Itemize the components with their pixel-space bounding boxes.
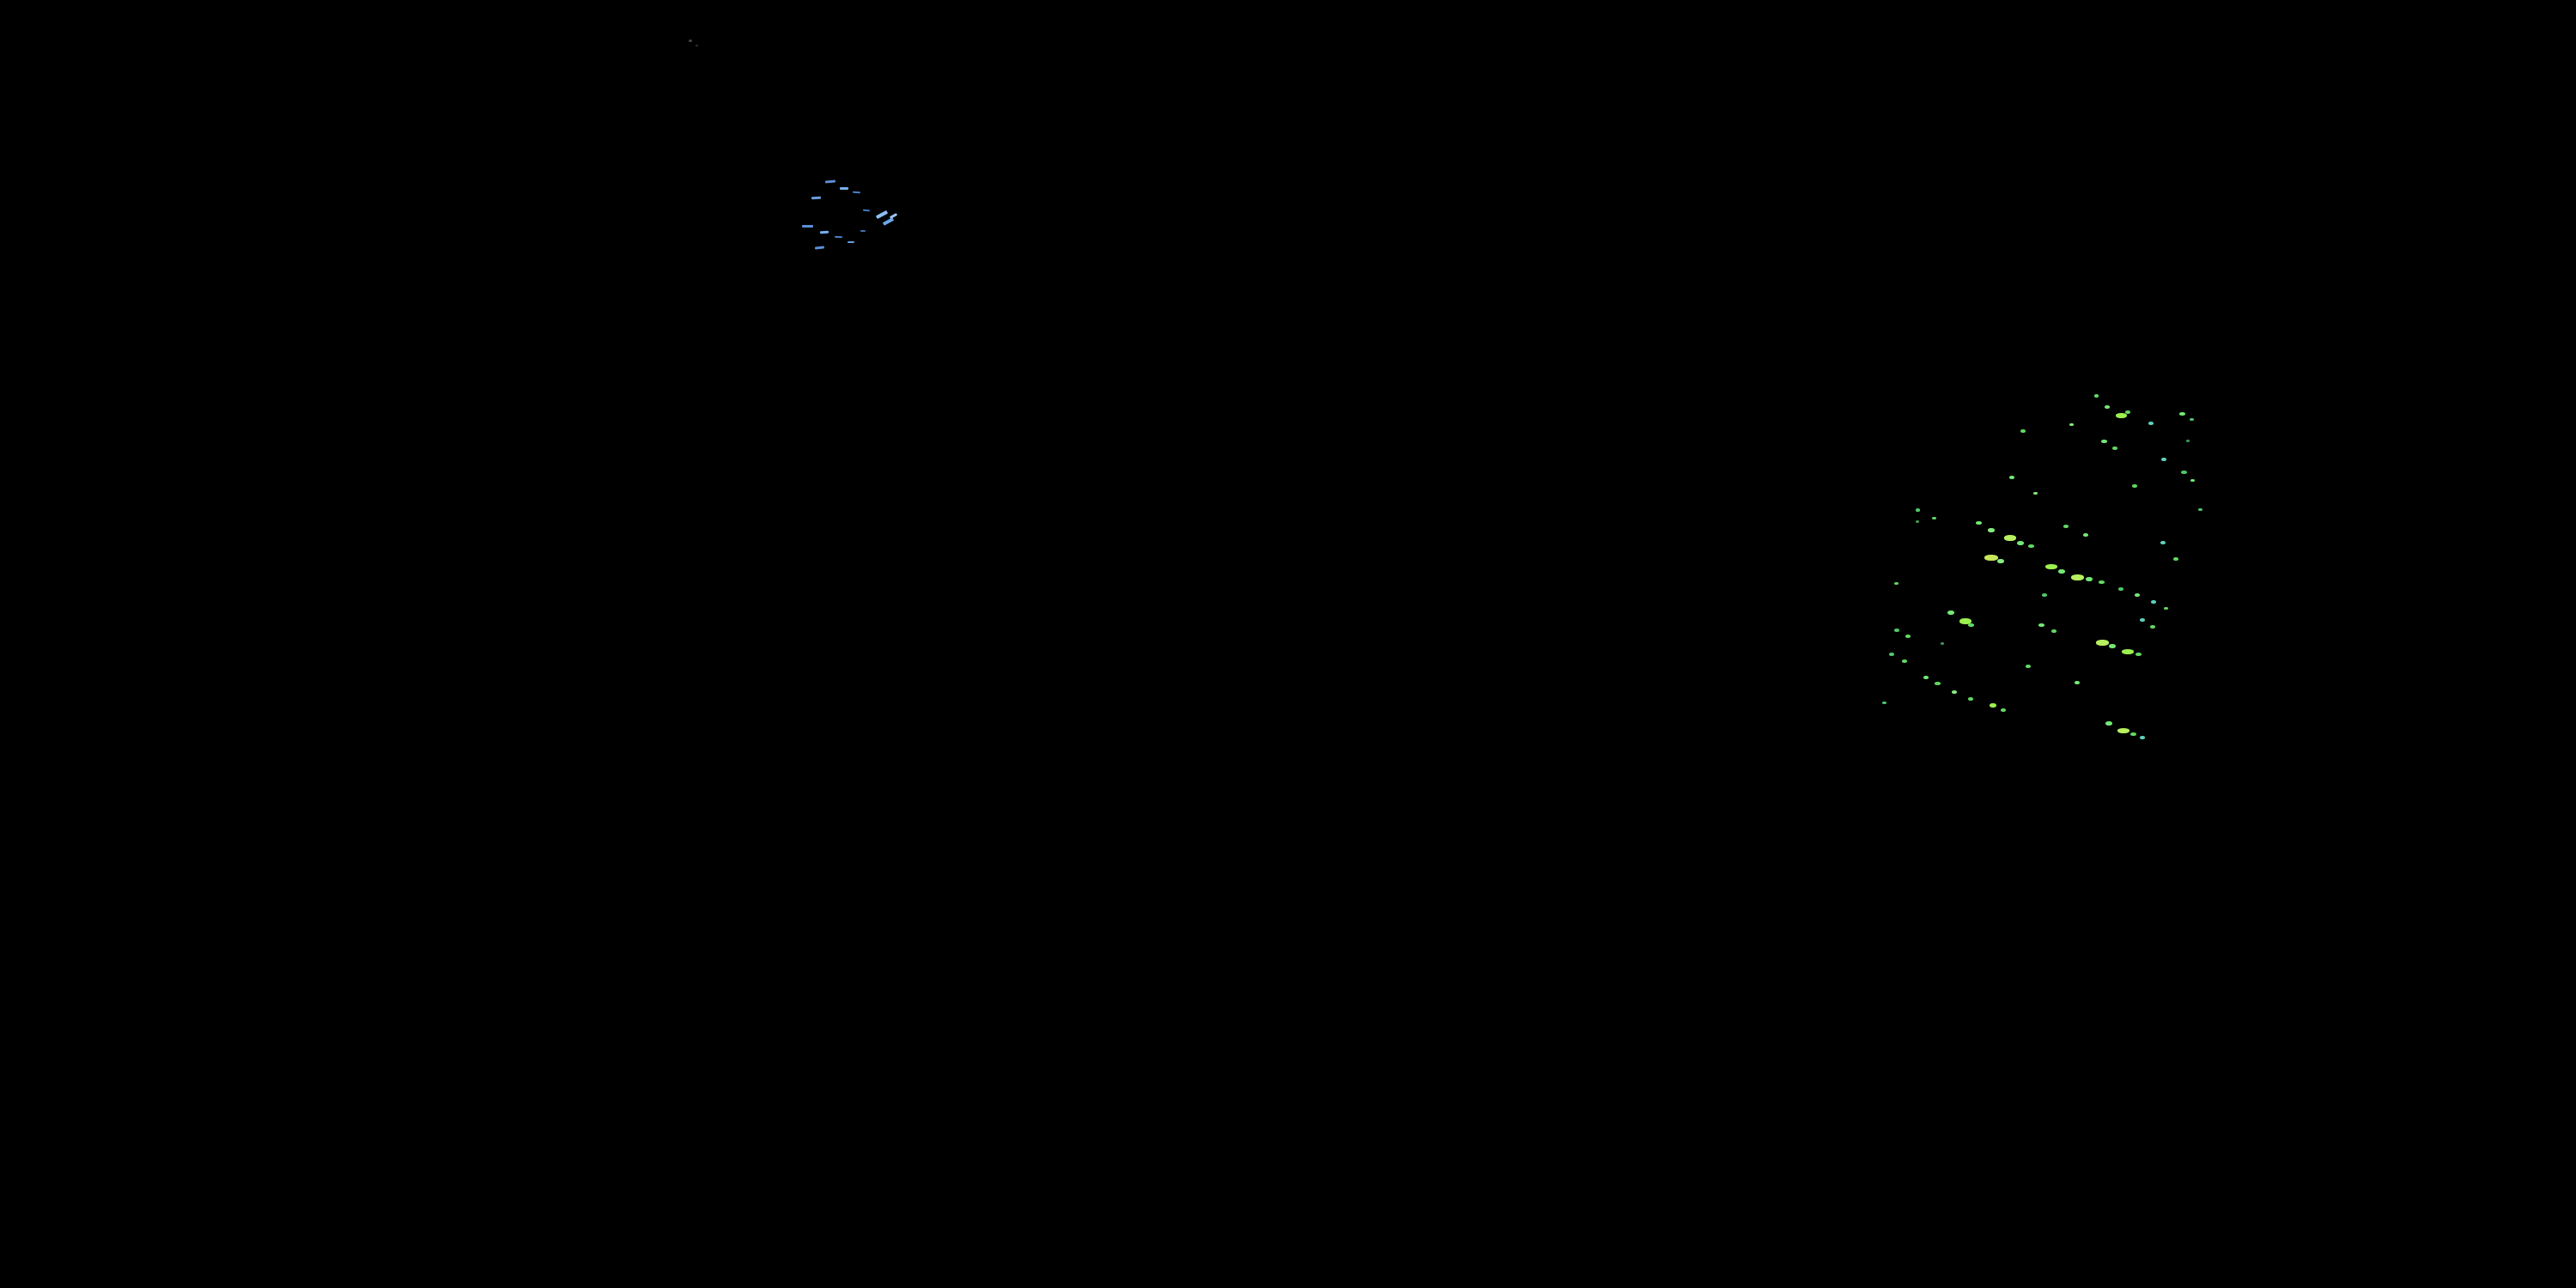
green-speck xyxy=(1935,682,1941,685)
green-speck xyxy=(1894,629,1899,632)
green-speck xyxy=(2105,721,2112,726)
green-speck xyxy=(2042,593,2047,597)
blue-dash-speck xyxy=(882,217,895,226)
green-speck xyxy=(2148,422,2154,425)
green-speck xyxy=(1968,697,1973,701)
green-speck xyxy=(2075,681,2080,684)
green-speck xyxy=(1889,653,1894,656)
green-speck xyxy=(2009,476,2014,479)
green-speck xyxy=(1959,618,1971,624)
green-speck xyxy=(2160,541,2166,544)
green-speck xyxy=(2117,728,2129,733)
green-speck xyxy=(2198,508,2202,511)
green-speck xyxy=(2096,640,2109,646)
green-speck xyxy=(2020,429,2026,433)
green-speck xyxy=(2118,587,2123,591)
green-speck xyxy=(2038,623,2044,627)
blue-dash-speck xyxy=(834,235,843,239)
green-speck xyxy=(2105,405,2110,409)
green-speck xyxy=(2190,418,2194,421)
blue-dash-speck xyxy=(824,179,836,184)
blue-dash-speck xyxy=(875,210,889,220)
green-speck xyxy=(2135,593,2140,597)
green-speck xyxy=(1932,517,1936,519)
green-speck xyxy=(1905,635,1911,638)
green-speck xyxy=(1894,582,1899,585)
green-speck xyxy=(2071,574,2084,580)
green-speck xyxy=(2094,394,2099,398)
green-speck xyxy=(2017,541,2024,545)
blue-dash-speck xyxy=(811,196,822,200)
green-speck xyxy=(2101,440,2107,443)
green-speck xyxy=(1916,508,1920,512)
green-speck xyxy=(2186,440,2190,442)
green-speck xyxy=(1923,676,1929,679)
green-speck xyxy=(1997,559,2004,563)
green-speck xyxy=(1916,520,1919,523)
blue-dash-speck xyxy=(862,209,871,212)
green-speck xyxy=(2112,447,2117,450)
green-speck xyxy=(2045,564,2057,569)
green-speck xyxy=(2122,649,2134,654)
green-speck xyxy=(2179,412,2185,416)
green-speck xyxy=(2004,535,2016,541)
green-speck xyxy=(2125,410,2130,414)
green-speck xyxy=(2026,665,2031,668)
green-speck xyxy=(1941,642,1944,645)
green-speck xyxy=(2140,618,2145,622)
green-speck xyxy=(2140,736,2145,739)
green-speck xyxy=(2136,653,2142,656)
green-speck xyxy=(1990,703,1996,708)
green-speck xyxy=(1984,555,1998,561)
green-speck xyxy=(2130,732,2136,736)
faint-speck xyxy=(689,39,692,42)
green-speck xyxy=(2150,625,2155,629)
green-speck xyxy=(1976,521,1982,525)
green-speck xyxy=(2083,533,2088,537)
blue-dash-speck xyxy=(840,187,848,190)
green-speck xyxy=(2051,629,2057,633)
green-speck xyxy=(2181,471,2187,474)
blue-dash-speck xyxy=(814,246,825,250)
green-speck xyxy=(2164,607,2168,610)
faint-speck xyxy=(696,45,698,46)
green-speck xyxy=(2033,492,2038,495)
green-speck xyxy=(1988,528,1995,532)
green-speck xyxy=(2161,458,2166,461)
green-speck xyxy=(2001,708,2006,712)
blue-dash-speck xyxy=(860,230,866,232)
green-speck xyxy=(1968,623,1974,627)
green-speck xyxy=(2151,600,2156,604)
green-speck xyxy=(1952,690,1957,694)
green-speck xyxy=(1947,611,1954,615)
green-speck xyxy=(2173,557,2178,561)
green-speck xyxy=(2086,577,2093,581)
green-speck xyxy=(2069,423,2074,426)
green-speck xyxy=(2058,569,2065,574)
blue-dash-speck xyxy=(852,191,861,194)
blue-dash-speck xyxy=(802,225,813,228)
green-speck xyxy=(2190,479,2195,482)
green-speck xyxy=(2109,644,2116,648)
green-speck xyxy=(2116,413,2127,418)
green-speck xyxy=(2063,525,2069,528)
blue-dash-speck xyxy=(889,213,898,219)
blue-dash-speck xyxy=(819,230,829,234)
green-speck xyxy=(2099,580,2105,584)
green-speck xyxy=(1882,702,1886,704)
green-speck xyxy=(1902,659,1907,663)
green-speck xyxy=(2132,484,2137,488)
green-speck xyxy=(2028,544,2034,548)
blue-dash-speck xyxy=(848,241,854,243)
